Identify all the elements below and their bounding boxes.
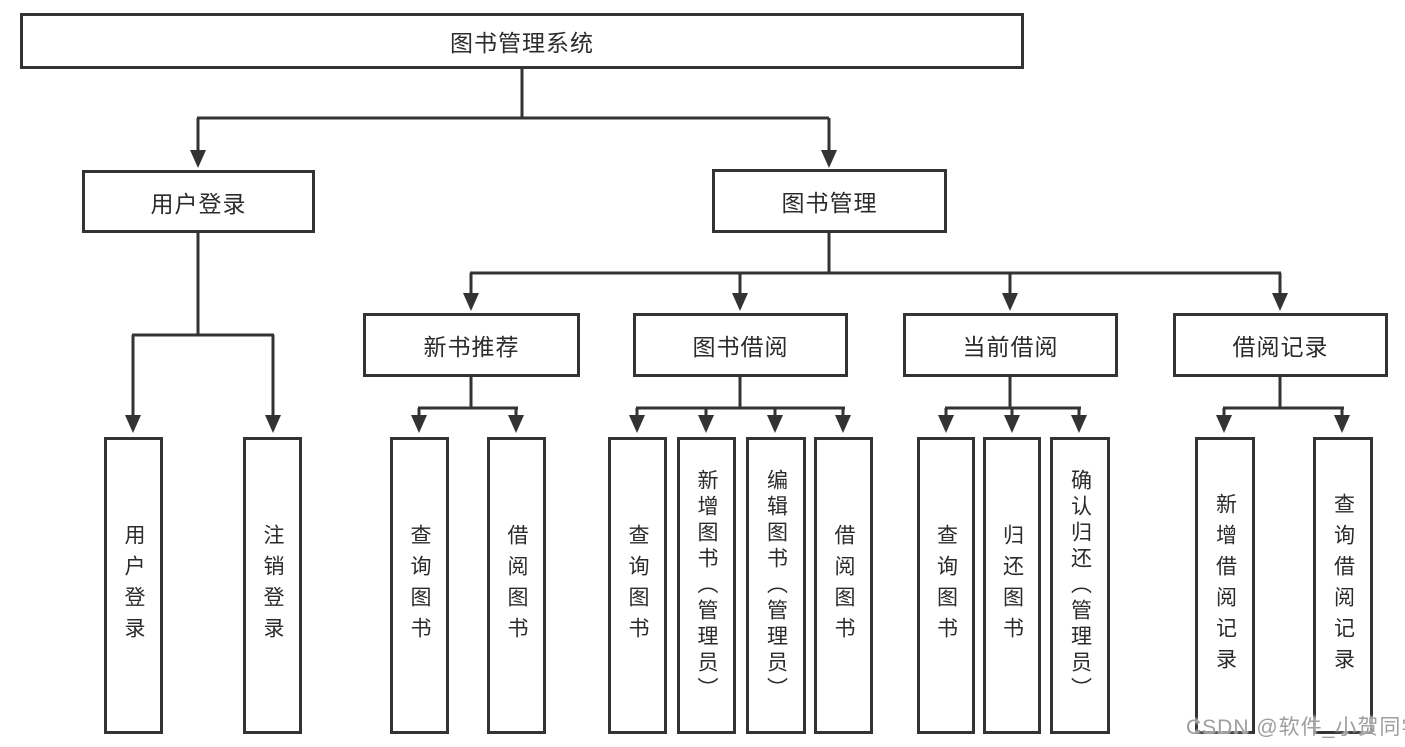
node-book-mgmt-label: 图书管理 [781,190,878,216]
leaf-label: 新增借阅记录 [1213,492,1237,679]
node-new-books: 新书推荐 [363,313,580,377]
node-user-login: 用户登录 [82,170,315,233]
csdn-watermark: CSDN @软件_小贺同学 [1186,716,1405,739]
leaf-records-query: 查询借阅记录 [1313,437,1373,734]
node-book-borrow-label: 图书借阅 [692,334,789,360]
node-root-label: 图书管理系统 [450,30,594,56]
leaf-label: 归还图书 [1000,523,1024,648]
leaf-label: 借阅图书 [505,523,528,648]
leaf-label: 确认归还（管理员） [1068,468,1092,703]
leaf-label: 编辑图书（管理员） [764,468,788,703]
leaf-current-return: 归还图书 [983,437,1041,734]
leaf-login-logout: 注销登录 [243,437,302,734]
leaf-current-query: 查询图书 [917,437,975,734]
leaf-label: 用户登录 [122,523,145,648]
leaf-newbooks-query: 查询图书 [390,437,449,734]
leaf-label: 查询图书 [408,523,431,648]
node-root-system: 图书管理系统 [20,13,1024,69]
leaf-current-confirm-admin: 确认归还（管理员） [1050,437,1110,734]
leaf-borrow-borrow: 借阅图书 [814,437,873,734]
leaf-borrow-add-admin: 新增图书（管理员） [677,437,736,734]
leaf-newbooks-borrow: 借阅图书 [487,437,546,734]
leaf-label: 查询图书 [626,523,649,648]
node-new-books-label: 新书推荐 [423,334,520,360]
node-borrow-records: 借阅记录 [1173,313,1388,377]
leaf-label: 注销登录 [261,523,284,648]
node-book-borrow: 图书借阅 [633,313,848,377]
node-book-mgmt: 图书管理 [712,169,947,233]
leaf-borrow-edit-admin: 编辑图书（管理员） [746,437,806,734]
leaf-label: 新增图书（管理员） [695,468,718,703]
leaf-login-user-login: 用户登录 [104,437,163,734]
node-current-borrow: 当前借阅 [903,313,1118,377]
leaf-label: 查询图书 [934,523,958,648]
node-current-borrow-label: 当前借阅 [962,334,1059,360]
leaf-label: 查询借阅记录 [1331,492,1355,679]
leaf-borrow-query: 查询图书 [608,437,667,734]
node-borrow-records-label: 借阅记录 [1232,334,1329,360]
leaf-label: 借阅图书 [832,523,855,648]
node-user-login-label: 用户登录 [150,190,247,217]
leaf-records-add: 新增借阅记录 [1195,437,1255,734]
